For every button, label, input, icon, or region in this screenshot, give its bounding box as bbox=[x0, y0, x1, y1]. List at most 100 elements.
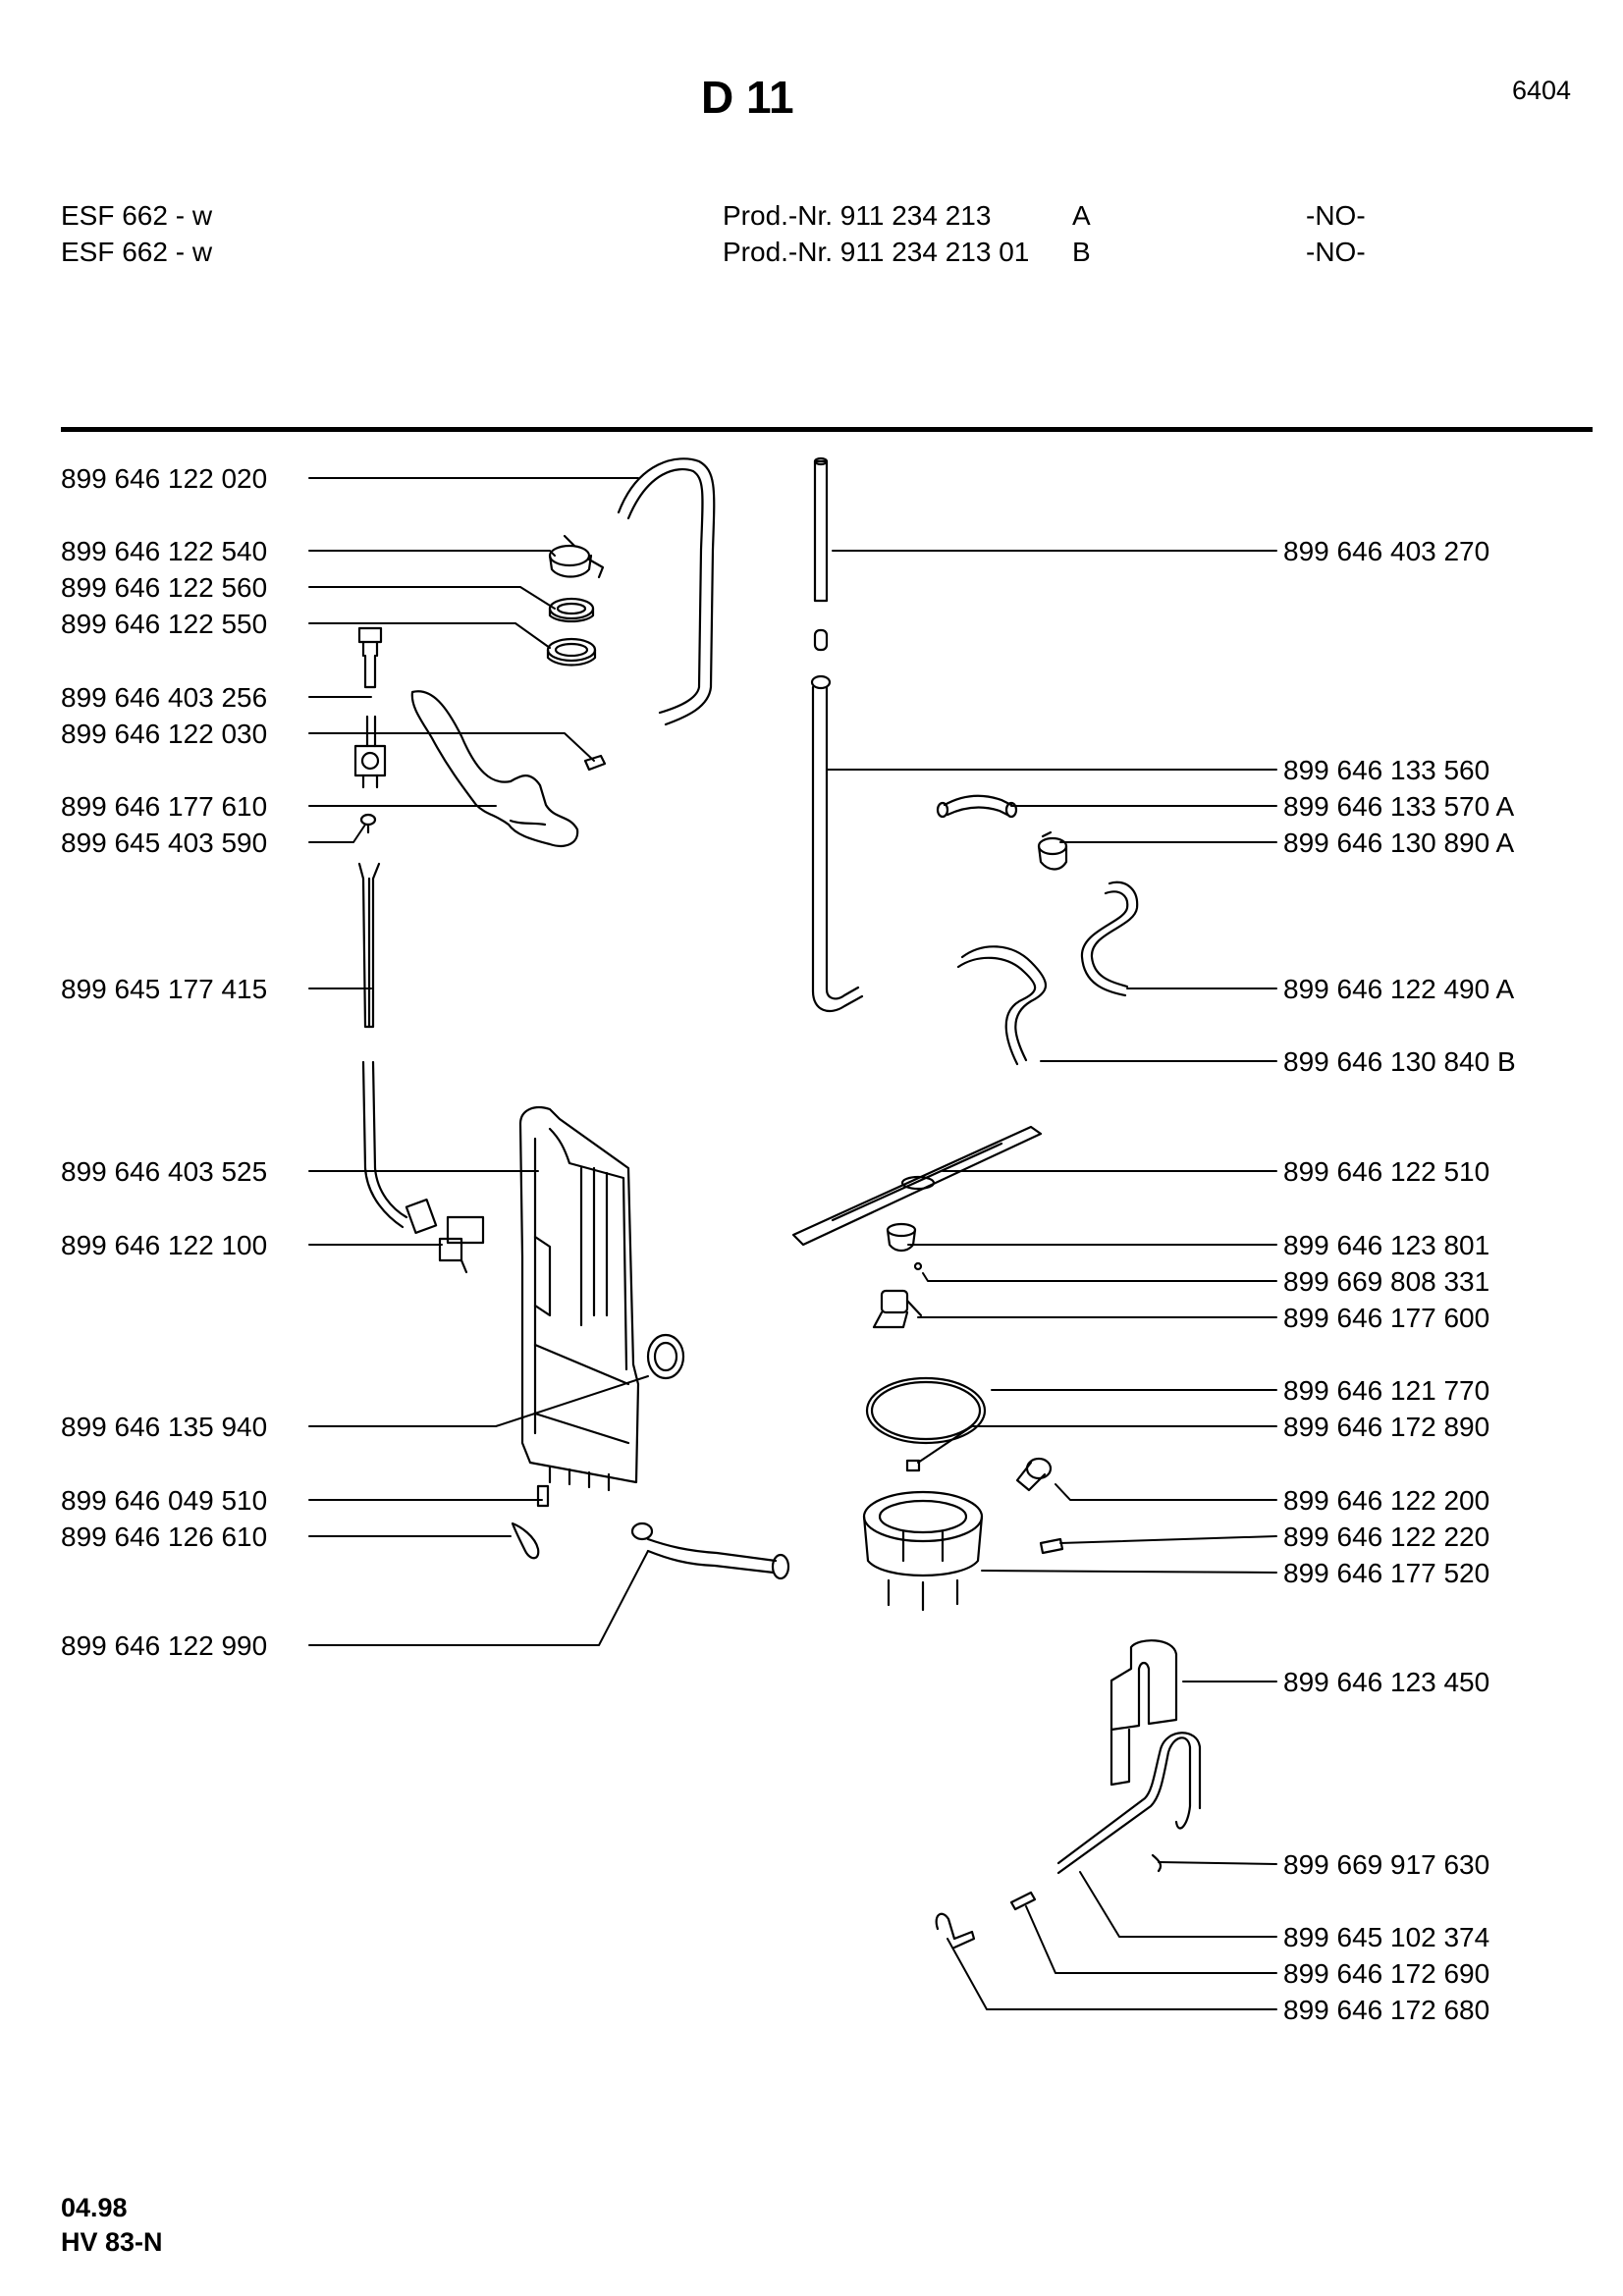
footer-code: HV 83-N bbox=[61, 2227, 163, 2257]
part-label-right: 899 646 130 890 A bbox=[1283, 828, 1515, 858]
screw-part bbox=[913, 1261, 923, 1271]
valve-part bbox=[872, 1289, 923, 1329]
leader-line bbox=[922, 1272, 1277, 1282]
page-title: D 11 bbox=[701, 72, 794, 123]
part-label-right: 899 646 403 270 bbox=[1283, 536, 1490, 566]
hook-rod-part bbox=[1056, 1732, 1202, 1875]
small-hose-part bbox=[936, 794, 1018, 819]
leader-line bbox=[1025, 1905, 1277, 1974]
valve-part bbox=[548, 534, 605, 579]
part-label-right: 899 645 102 374 bbox=[1283, 1922, 1490, 1952]
small-bolt-part bbox=[1009, 1891, 1037, 1911]
leader-line bbox=[308, 550, 556, 557]
bracket-part bbox=[1109, 1639, 1178, 1787]
plug-part bbox=[813, 628, 829, 652]
sump-housing-part bbox=[862, 1490, 984, 1612]
part-label-left: 899 646 122 100 bbox=[61, 1230, 268, 1260]
ring-part bbox=[548, 597, 595, 623]
nozzle-cap-part bbox=[886, 1222, 917, 1253]
screw-part bbox=[359, 813, 377, 834]
country-code: -NO- bbox=[1306, 237, 1366, 267]
part-label-right: 899 669 917 630 bbox=[1283, 1849, 1490, 1880]
part-label-right: 899 646 122 220 bbox=[1283, 1522, 1490, 1552]
long-hose-part bbox=[956, 945, 1048, 1066]
footer-date: 04.98 bbox=[61, 2193, 128, 2222]
spray-arm-part bbox=[791, 1125, 1043, 1247]
part-label-left: 899 646 122 020 bbox=[61, 463, 268, 494]
part-label-left: 899 646 135 940 bbox=[61, 1412, 268, 1442]
part-label-left: 899 646 126 610 bbox=[61, 1522, 268, 1552]
part-label-right: 899 646 122 200 bbox=[1283, 1485, 1490, 1516]
screw-part bbox=[1039, 1537, 1064, 1555]
part-label-left: 899 645 177 415 bbox=[61, 974, 268, 1004]
leader-line bbox=[1059, 1535, 1277, 1544]
product-variant: A bbox=[1072, 200, 1091, 231]
leader-line bbox=[308, 1375, 649, 1427]
vertical-tube-part bbox=[357, 862, 381, 1029]
part-label-right: 899 669 808 331 bbox=[1283, 1266, 1490, 1297]
part-label-left: 899 646 122 030 bbox=[61, 719, 268, 749]
nozzle-part bbox=[357, 626, 383, 689]
leader-line bbox=[308, 824, 366, 843]
part-label-left: 899 646 177 610 bbox=[61, 791, 268, 822]
leader-line bbox=[308, 586, 556, 610]
check-valve-part bbox=[1037, 830, 1068, 871]
pin-part bbox=[536, 1484, 550, 1508]
leader-line bbox=[1055, 1483, 1277, 1501]
part-label-right: 899 646 123 801 bbox=[1283, 1230, 1490, 1260]
ring-part bbox=[546, 637, 597, 667]
s-hose-part bbox=[1080, 881, 1139, 997]
elbow-hose-part bbox=[630, 1522, 790, 1580]
header-divider bbox=[61, 427, 1593, 432]
part-label-left: 899 646 122 540 bbox=[61, 536, 268, 566]
leader-line bbox=[1079, 1871, 1277, 1938]
leader-lines-left bbox=[308, 477, 649, 1646]
u-clip-part bbox=[935, 1912, 976, 1949]
model-name: ESF 662 - w bbox=[61, 237, 213, 267]
part-label-left: 899 646 403 256 bbox=[61, 682, 268, 713]
part-label-right: 899 646 172 680 bbox=[1283, 1995, 1490, 2025]
part-label-right: 899 646 177 520 bbox=[1283, 1558, 1490, 1588]
part-label-right: 899 646 133 560 bbox=[1283, 755, 1490, 785]
product-number: Prod.-Nr. 911 234 213 bbox=[723, 200, 992, 231]
pipe-assembly-part bbox=[410, 690, 579, 847]
leader-line bbox=[947, 1938, 1277, 2010]
leader-lines-right bbox=[826, 550, 1277, 2010]
clamp-part bbox=[511, 1522, 540, 1560]
part-label-right: 899 646 122 510 bbox=[1283, 1156, 1490, 1187]
part-label-right: 899 646 121 770 bbox=[1283, 1375, 1490, 1406]
l-tube-part bbox=[810, 674, 864, 1013]
product-number: Prod.-Nr. 911 234 213 01 bbox=[723, 237, 1030, 267]
part-label-right: 899 646 123 450 bbox=[1283, 1667, 1490, 1697]
model-name: ESF 662 - w bbox=[61, 200, 213, 231]
part-label-left: 899 646 122 560 bbox=[61, 572, 268, 603]
leader-line bbox=[1158, 1861, 1277, 1865]
part-label-right: 899 646 122 490 A bbox=[1283, 974, 1515, 1004]
clip-part bbox=[583, 754, 607, 772]
part-label-left: 899 646 049 510 bbox=[61, 1485, 268, 1516]
leader-line bbox=[308, 622, 551, 649]
part-label-right: 899 646 172 690 bbox=[1283, 1958, 1490, 1989]
country-code: -NO- bbox=[1306, 200, 1366, 231]
part-label-left: 899 646 122 550 bbox=[61, 609, 268, 639]
part-label-right: 899 646 130 840 B bbox=[1283, 1046, 1516, 1077]
page-number: 6404 bbox=[1512, 76, 1572, 105]
curved-hose-part bbox=[617, 457, 716, 726]
part-label-left: 899 646 122 990 bbox=[61, 1630, 268, 1661]
part-label-right: 899 646 177 600 bbox=[1283, 1303, 1490, 1333]
leader-line bbox=[308, 732, 595, 762]
straight-tube-part bbox=[813, 456, 829, 603]
sump-tank-part bbox=[518, 1106, 640, 1492]
part-label-left: 899 646 403 525 bbox=[61, 1156, 268, 1187]
hose-with-valve-part bbox=[361, 1060, 485, 1274]
valve-stack-part bbox=[353, 715, 387, 789]
part-label-right: 899 646 172 890 bbox=[1283, 1412, 1490, 1442]
leader-line bbox=[981, 1570, 1277, 1574]
gasket-ring-part bbox=[646, 1333, 685, 1380]
part-label-left: 899 645 403 590 bbox=[61, 828, 268, 858]
product-variant: B bbox=[1072, 237, 1091, 267]
leader-line bbox=[308, 1550, 649, 1646]
gasket-ring-part bbox=[865, 1376, 987, 1445]
cap-part bbox=[1015, 1457, 1053, 1492]
